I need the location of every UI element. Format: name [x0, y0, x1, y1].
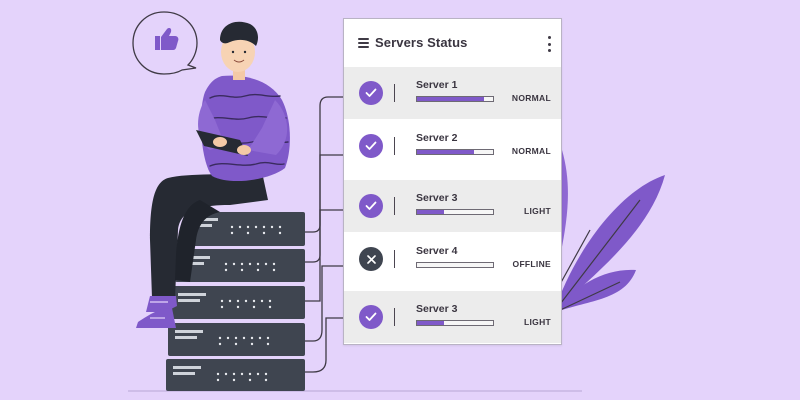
- list-icon: [358, 38, 369, 48]
- connector-lines: [304, 96, 343, 373]
- check-circle-icon: [359, 81, 383, 105]
- row-divider: [394, 308, 395, 326]
- servers-status-panel: Servers Status Server 1 NORMAL Server 2 NOR…: [343, 18, 562, 345]
- row-divider: [394, 250, 395, 268]
- server-row[interactable]: Server 3 LIGHT: [344, 291, 561, 343]
- load-bar: [416, 320, 494, 326]
- server-name: Server 3: [416, 303, 458, 315]
- thumbs-up-bubble: [132, 11, 198, 75]
- server-status-label: NORMAL: [511, 93, 551, 103]
- vertical-dots-icon[interactable]: [545, 36, 553, 52]
- thumbs-up-icon: [155, 28, 179, 50]
- check-circle-icon: [359, 305, 383, 329]
- load-bar-fill: [417, 321, 444, 325]
- load-bar-fill: [417, 210, 444, 214]
- server-rack-stack: [166, 212, 305, 391]
- server-status-label: NORMAL: [511, 146, 551, 156]
- load-bar: [416, 149, 494, 155]
- panel-header: Servers Status: [344, 19, 561, 67]
- server-name: Server 2: [416, 132, 458, 144]
- server-name: Server 1: [416, 79, 458, 91]
- server-name: Server 3: [416, 192, 458, 204]
- server-row[interactable]: Server 4 OFFLINE: [344, 233, 561, 285]
- server-status-label: LIGHT: [524, 206, 551, 216]
- panel-title: Servers Status: [375, 35, 468, 50]
- server-name: Server 4: [416, 245, 458, 257]
- check-circle-icon: [359, 134, 383, 158]
- load-bar: [416, 96, 494, 102]
- server-row[interactable]: Server 3 LIGHT: [344, 180, 561, 232]
- row-divider: [394, 137, 395, 155]
- row-divider: [394, 197, 395, 215]
- load-bar: [416, 262, 494, 268]
- check-circle-icon: [359, 194, 383, 218]
- server-status-label: LIGHT: [524, 317, 551, 327]
- plant-leaves: [547, 150, 665, 313]
- server-row[interactable]: Server 2 NORMAL: [344, 120, 561, 172]
- load-bar-fill: [417, 150, 474, 154]
- x-circle-icon: [359, 247, 383, 271]
- load-bar-fill: [417, 97, 484, 101]
- person-illustration: [136, 21, 290, 328]
- row-divider: [394, 84, 395, 102]
- server-status-label: OFFLINE: [512, 259, 551, 269]
- load-bar: [416, 209, 494, 215]
- server-row[interactable]: Server 1 NORMAL: [344, 67, 561, 119]
